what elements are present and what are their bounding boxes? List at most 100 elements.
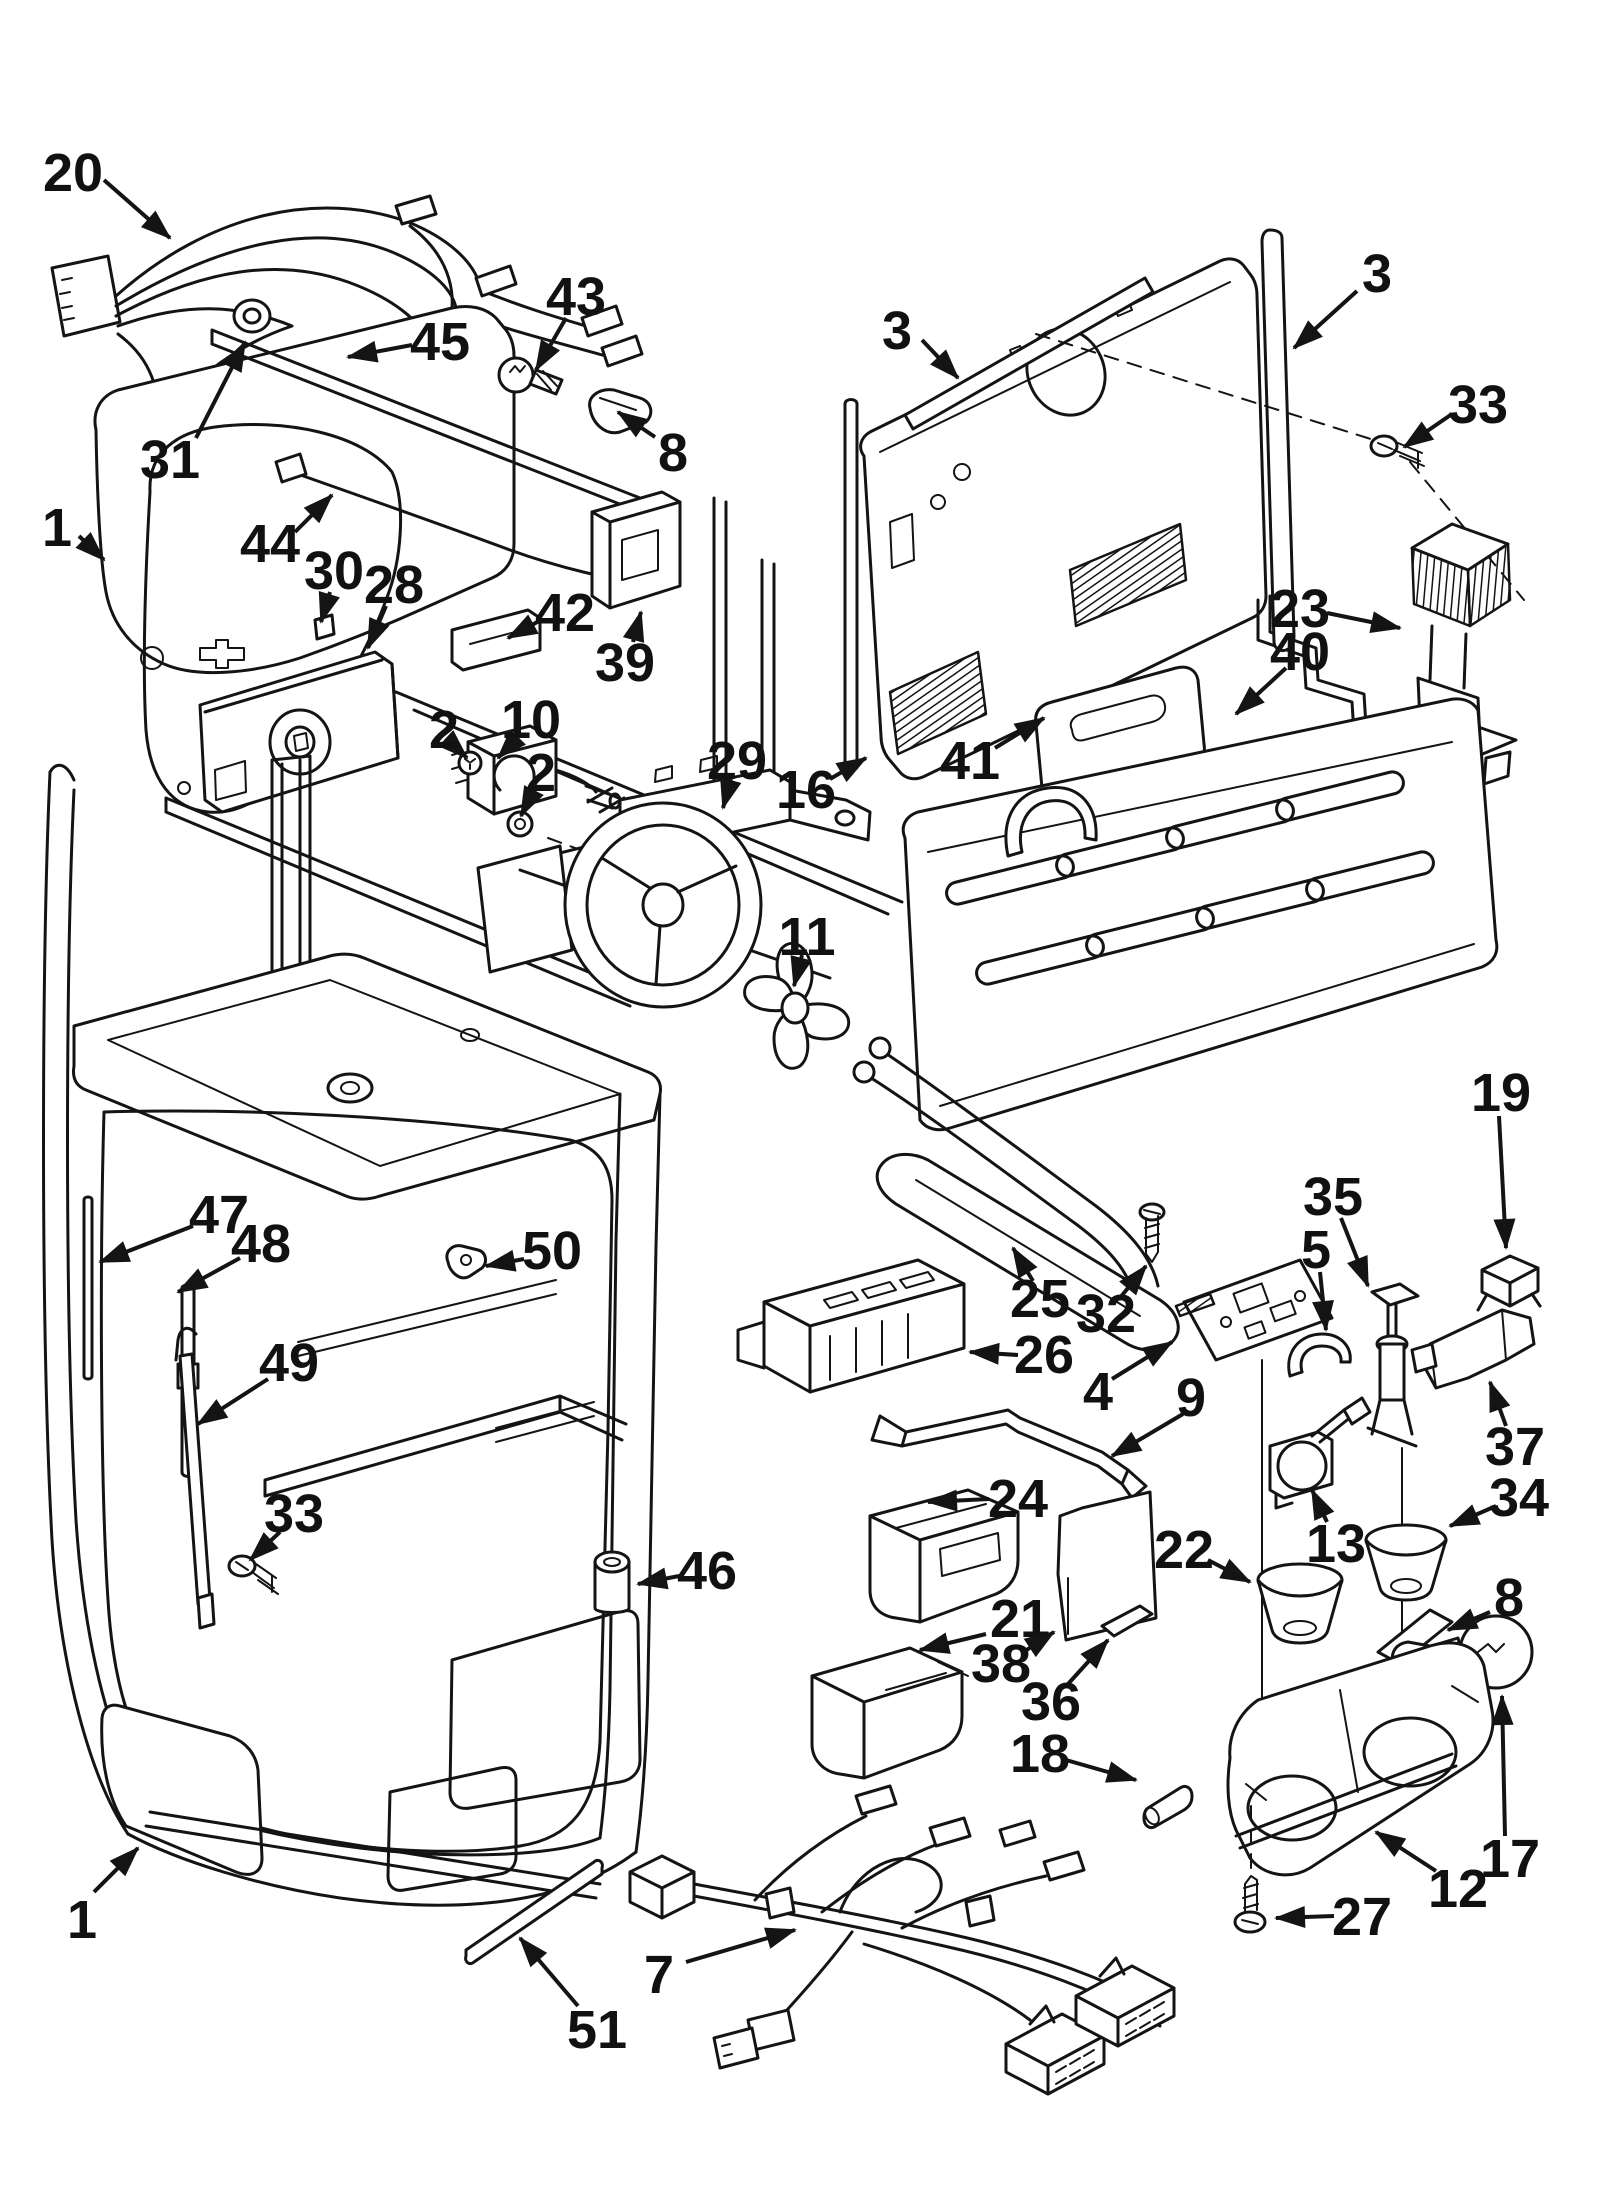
tray-clamp (1004, 786, 1098, 858)
harness-connector (50, 254, 122, 338)
callout-arrow (1493, 1115, 1516, 1250)
callout-number: 16 (776, 760, 836, 820)
callout-arrow (1374, 1830, 1438, 1873)
callout-31-1: 31 (140, 340, 247, 490)
spade-terminal (600, 334, 644, 368)
callout-arrow (1207, 1558, 1252, 1584)
module-26 (736, 1258, 966, 1394)
evaporator-panel-assembly (843, 228, 1525, 819)
callout-12-41: 12 (1374, 1830, 1488, 1919)
callout-number: 8 (1494, 1568, 1524, 1628)
callout-number: 43 (546, 267, 606, 327)
callout-33-19: 33 (1402, 375, 1508, 449)
callout-arrow (293, 493, 334, 534)
bail-bracket-13 (1268, 1396, 1372, 1510)
callout-22-34: 22 (1154, 1520, 1252, 1584)
callout-26-28: 26 (968, 1325, 1074, 1385)
callout-1-50: 1 (67, 1846, 140, 1950)
bracket-strip-9 (870, 1408, 1148, 1500)
callout-number: 1 (42, 498, 72, 558)
callout-3-18: 3 (1292, 244, 1392, 350)
control-bracket-28 (198, 613, 400, 1056)
callout-arrow (1446, 1608, 1491, 1632)
callout-25-26: 25 (1010, 1246, 1070, 1329)
vent-grille (888, 650, 988, 756)
callout-arrow (616, 410, 657, 439)
callout-arrow (790, 954, 812, 988)
callout-arrow (622, 610, 645, 643)
callout-arrow (318, 591, 340, 624)
callout-number: 8 (658, 423, 688, 483)
nut-2 (506, 810, 534, 838)
light-cup-34 (1364, 1523, 1448, 1602)
callout-number: 33 (1448, 375, 1508, 435)
callout-arrow (518, 1936, 580, 2008)
diffuser-21 (810, 1646, 969, 1780)
callout-arrow (506, 614, 542, 640)
gasket-strip-3 (1260, 228, 1296, 652)
callout-number: 32 (1076, 1284, 1136, 1344)
callout-arrow (1020, 1630, 1056, 1658)
diffuser-24 (868, 1488, 1020, 1624)
callout-number: 26 (1014, 1325, 1074, 1385)
callout-arrow (98, 1224, 194, 1264)
tube-49 (174, 1326, 216, 1630)
callout-arrow (438, 730, 469, 760)
callout-arrow (1491, 1694, 1514, 1837)
callout-33-48: 33 (248, 1484, 324, 1562)
lower-liner-1 (42, 763, 662, 1907)
callout-40-21: 40 (1234, 622, 1330, 716)
gasket-strip-3 (903, 276, 1155, 431)
callout-arrow (1488, 1380, 1511, 1427)
lamp-grommet-31 (232, 298, 272, 334)
callout-number: 3 (882, 301, 912, 361)
callout-number: 40 (1270, 622, 1330, 682)
callout-29-14: 29 (707, 731, 767, 810)
callout-number: 46 (677, 1541, 737, 1601)
tray-ribs (945, 770, 1435, 986)
wire-harness-7 (628, 1784, 1176, 2096)
liner-top-face (72, 952, 662, 1201)
callout-23-20: 23 (1270, 579, 1402, 639)
callout-50-46: 50 (484, 1221, 582, 1281)
harness-wrap (764, 1886, 796, 1920)
bracket-39 (590, 490, 682, 610)
screw-27 (1233, 1805, 1267, 1934)
callout-arrow (1065, 1758, 1138, 1783)
screw-33 (1369, 434, 1425, 469)
callout-arrow (1312, 1271, 1334, 1332)
callout-39-10: 39 (595, 610, 655, 693)
callout-arrow (1339, 1217, 1370, 1288)
callout-2-11: 2 (429, 700, 469, 760)
callout-number: 19 (1471, 1063, 1531, 1123)
callout-number: 29 (707, 731, 767, 791)
connector-small (712, 2008, 796, 2070)
shield-plate-38 (1056, 1490, 1158, 1642)
callout-arrow (1110, 1412, 1185, 1458)
callout-35-24: 35 (1303, 1167, 1370, 1288)
callout-37-31: 37 (1485, 1380, 1545, 1477)
fuse-18 (1142, 1784, 1194, 1830)
callout-11-16: 11 (778, 907, 836, 988)
callout-number: 7 (644, 1945, 674, 2005)
light-bulb-43 (497, 356, 535, 394)
callout-3-17: 3 (882, 301, 960, 380)
screw-32 (1138, 1202, 1166, 1263)
bushing-46 (593, 1550, 631, 1614)
callout-arrow (484, 1249, 525, 1272)
callout-number: 45 (410, 312, 470, 372)
callout-arrow (685, 1927, 797, 1964)
callout-27-43: 27 (1274, 1887, 1392, 1947)
callout-9-30: 9 (1110, 1368, 1206, 1458)
callout-8-35: 8 (1446, 1568, 1524, 1632)
callout-arrow (534, 317, 568, 372)
callout-arrow (918, 1632, 987, 1654)
callout-number: 22 (1154, 1520, 1214, 1580)
callout-arrow (194, 340, 247, 439)
callout-number: 23 (1270, 579, 1330, 639)
callout-number: 2 (526, 743, 556, 803)
callout-38-38: 38 (971, 1630, 1056, 1694)
callout-number: 38 (971, 1634, 1031, 1694)
